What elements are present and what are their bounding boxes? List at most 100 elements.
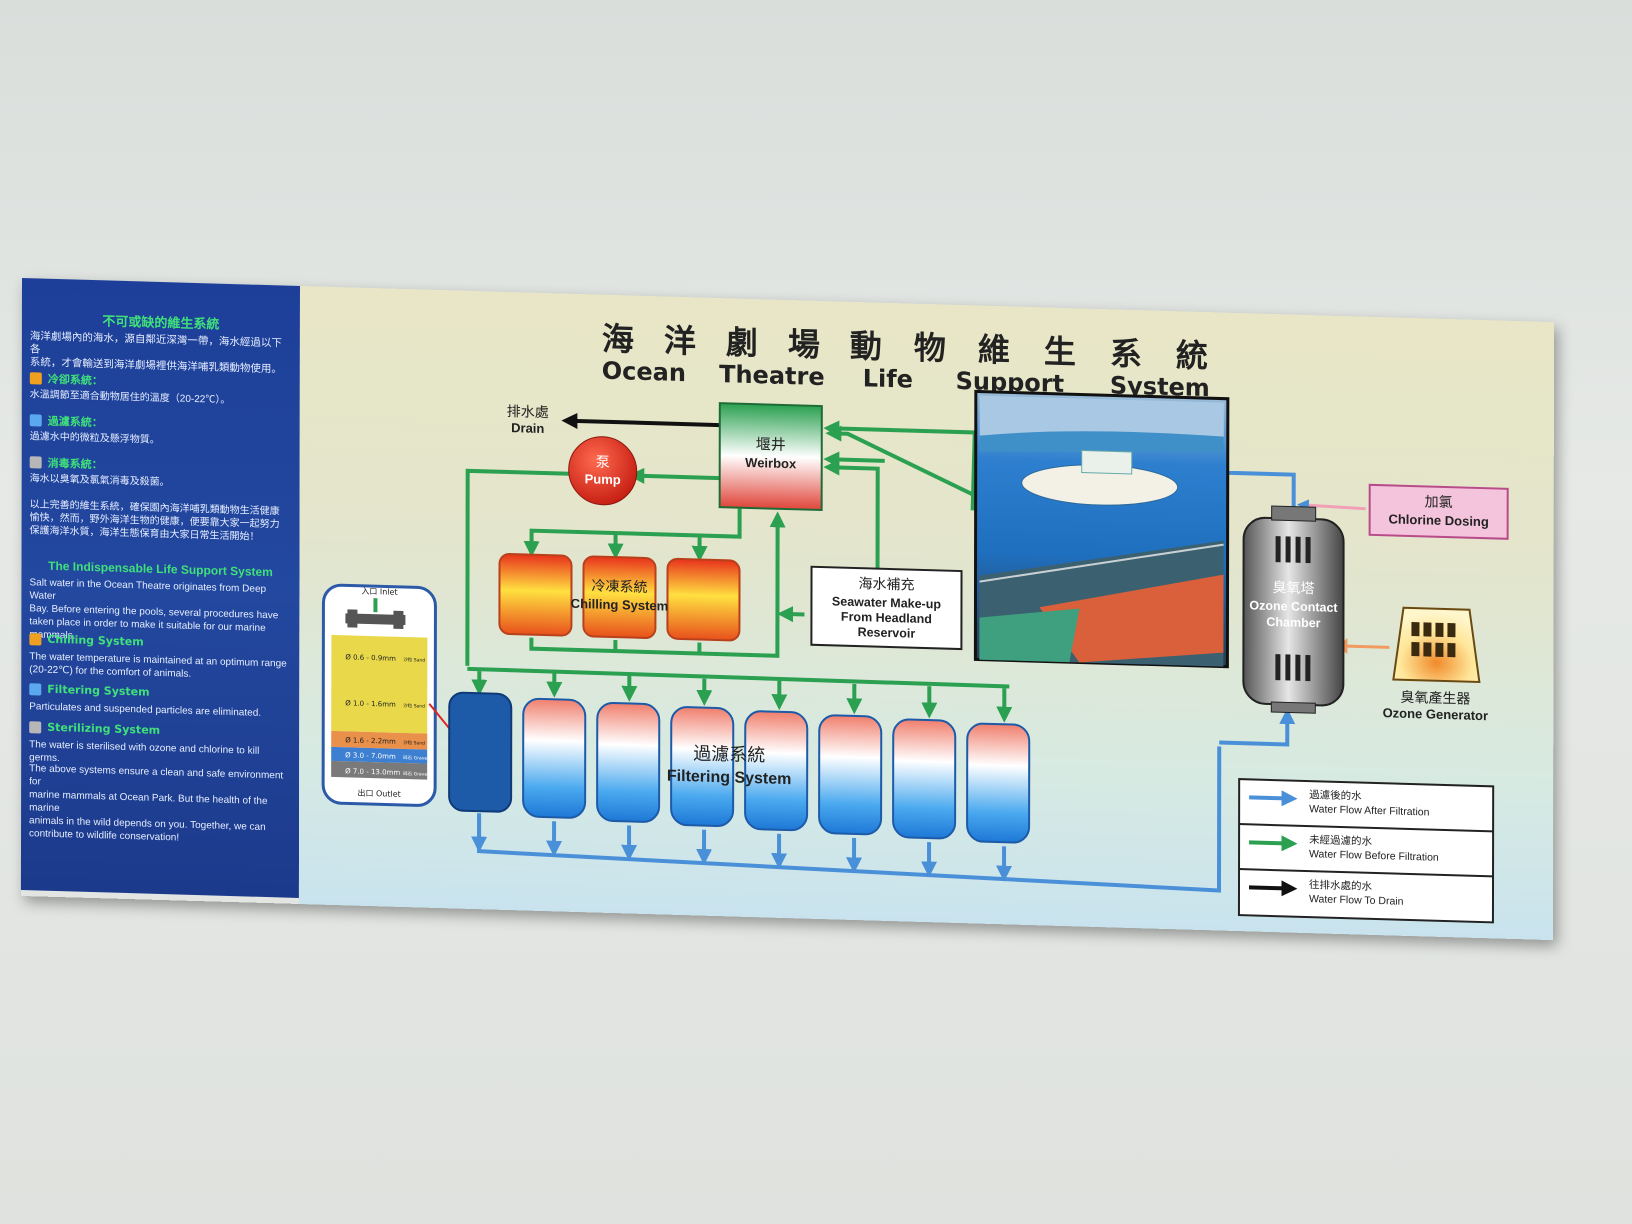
title-zh-char: 場 (788, 325, 820, 364)
layer-label: Ø 1.0 - 1.6mm (345, 699, 396, 708)
filter-tank (744, 710, 809, 832)
title-zh-char: 生 (1044, 332, 1076, 371)
pump-label-zh: 泵 (596, 455, 610, 471)
legend-item-to-drain: 往排水處的水 Water Flow To Drain (1248, 878, 1404, 908)
panel-intro-zh: 海洋劇場內的海水，源自鄰近深灣一帶，海水經過以下各 系統，才會輸送到海洋劇場裡供… (29, 330, 282, 376)
panel-item-filtering-zh-text: 過濾水中的微粒及懸浮物質。 (29, 431, 160, 446)
life-support-diagram: 海 洋 劇 場 動 物 維 生 系 統 Ocean Theatre Life S… (298, 286, 1554, 941)
svg-text:過濾後的水: 過濾後的水 (1309, 788, 1362, 803)
chiller-unit (582, 555, 657, 639)
layer-label: Ø 7.0 - 13.0mm (345, 767, 400, 777)
layer-tag: 碎石 Gravel (403, 770, 428, 778)
title-zh-char: 劇 (726, 323, 758, 362)
title-en-word: Ocean (602, 357, 686, 387)
legend: 過濾後的水 Water Flow After Filtration 未經過濾的水… (1237, 778, 1495, 924)
panel-item-chilling-en: Chilling System (29, 632, 144, 649)
ozone-generator (1392, 606, 1481, 684)
panel-item-filtering-en: Filtering System (29, 682, 150, 699)
panel-item-sterilizing-zh: 消毒系統： (29, 454, 103, 472)
title: 海 洋 劇 場 動 物 維 生 系 統 Ocean Theatre Life S… (602, 320, 1210, 403)
weirbox-label-en: Weirbox (745, 455, 797, 471)
makeup-label-zh: 海水補充 (858, 576, 914, 594)
filter-tank (596, 702, 661, 823)
makeup-label-en: From Headland (841, 610, 932, 627)
panel-item-chilling-zh: 冷卻系統： (29, 370, 103, 388)
filter-label-en: Filtering System (667, 768, 791, 789)
filter-tank (522, 697, 587, 819)
drain-label-en: Drain (511, 420, 544, 436)
ozone-gen-label-zh: 臭氧產生器 (1400, 689, 1470, 708)
title-zh-char: 系 (1110, 334, 1142, 373)
chiller-unit (498, 553, 573, 637)
makeup-label-en: Seawater Make-up (832, 594, 941, 611)
layer-tag: 沙粒 Sand (403, 656, 425, 664)
chilling-swatch-icon (29, 372, 42, 385)
layer-label: Ø 1.6 - 2.2mm (345, 736, 396, 745)
ozone-feed-arrow (1347, 644, 1390, 649)
title-zh-char: 洋 (664, 321, 696, 360)
outlet-label: 出口 Outlet (357, 788, 400, 799)
drain-label-zh: 排水處 (507, 404, 549, 421)
sterilizing-swatch-icon (29, 720, 42, 734)
panel-outro-zh: 以上完善的維生系統，確保園內海洋哺乳類動物生活健康 愉快，然而，野外海洋生物的健… (29, 499, 280, 543)
filter-tank (966, 722, 1031, 844)
panel-item-chilling-en-text: The water temperature is maintained at a… (29, 651, 287, 680)
dosing-arrows (1296, 499, 1366, 512)
title-zh-char: 維 (978, 331, 1010, 370)
pump (568, 436, 638, 506)
chilling-swatch-icon (29, 632, 42, 646)
ozone-chamber-label-en: Ozone Contact (1249, 598, 1338, 615)
filter-tank (670, 706, 735, 828)
ocean-theatre-photo (973, 389, 1230, 669)
seawater-makeup-box (810, 565, 963, 651)
ozone-chamber-label-zh: 臭氧塔 (1273, 580, 1315, 597)
weirbox (718, 402, 823, 512)
panel-item-filtering-zh: 過濾系統： (29, 412, 103, 430)
title-zh-char: 動 (850, 327, 882, 366)
chilling-label-zh: 冷凍系統 (591, 578, 647, 596)
filter-tank (892, 718, 957, 840)
layer-tag: 沙粒 Sand (403, 739, 425, 747)
sterilizing-swatch-icon (29, 456, 42, 469)
makeup-label-en: Reservoir (858, 625, 916, 641)
svg-text:Water Flow Before Filtration: Water Flow Before Filtration (1309, 848, 1439, 864)
filter-tank-open (448, 691, 513, 813)
weirbox-label-zh: 堰井 (756, 435, 786, 454)
ozone-contact-chamber (1242, 505, 1345, 714)
svg-text:往排水處的水: 往排水處的水 (1309, 878, 1373, 893)
filtering-swatch-icon (29, 682, 42, 696)
chlorine-dosing-box (1368, 483, 1509, 540)
chilling-label-en: Chilling System (571, 596, 669, 614)
filter-label-zh: 過濾系統 (693, 743, 765, 766)
chilling-system: 冷凍系統 Chilling System (498, 553, 741, 642)
svg-text:Water Flow After Filtration: Water Flow After Filtration (1309, 803, 1430, 818)
ozone-gen-label-en: Ozone Generator (1383, 705, 1488, 723)
diagram-canvas: 海 洋 劇 場 動 物 維 生 系 統 Ocean Theatre Life S… (321, 320, 1509, 924)
panel-item-chilling-zh-text: 水溫調節至適合動物居住的溫度（20-22℃）。 (29, 389, 231, 407)
title-zh-char: 物 (914, 329, 946, 368)
drain-flow-line (561, 412, 720, 429)
title-zh-char: 統 (1176, 336, 1208, 375)
layer-tag: 沙粒 Sand (403, 702, 425, 710)
green-flow-lines (465, 420, 1013, 723)
svg-text:未經過濾的水: 未經過濾的水 (1309, 833, 1373, 848)
title-zh-char: 海 (602, 320, 634, 359)
filter-cross-section: 入口 Inlet 出口 Outlet Ø 0.6 - 0.9mm Ø 1.0 -… (321, 583, 437, 807)
layer-tag: 碎石 Gravel (403, 754, 428, 762)
filtering-system: 過濾系統 Filtering System (448, 691, 1031, 844)
panel-outro-en: The above systems ensure a clean and saf… (29, 763, 284, 844)
title-en-word: Theatre (719, 360, 825, 391)
panel-item-sterilizing-en: Sterilizing System (29, 720, 160, 737)
svg-text:Water Flow To Drain: Water Flow To Drain (1309, 893, 1404, 908)
legend-item-before-filtration: 未經過濾的水 Water Flow Before Filtration (1249, 833, 1439, 864)
info-panel: 不可或缺的維生系統 海洋劇場內的海水，源自鄰近深灣一帶，海水經過以下各 系統，才… (20, 278, 300, 898)
layer-label: Ø 0.6 - 0.9mm (345, 653, 396, 662)
info-board: 不可或缺的維生系統 海洋劇場內的海水，源自鄰近深灣一帶，海水經過以下各 系統，才… (20, 278, 1554, 941)
ozone-chamber-label-en: Chamber (1266, 615, 1320, 631)
layer-label: Ø 3.0 - 7.0mm (345, 751, 396, 760)
chiller-unit (666, 557, 741, 642)
chlorine-label-en: Chlorine Dosing (1388, 511, 1488, 529)
filtering-swatch-icon (29, 414, 42, 427)
filter-tank (818, 714, 883, 836)
panel-item-filtering-en-text: Particulates and suspended particles are… (29, 701, 262, 719)
